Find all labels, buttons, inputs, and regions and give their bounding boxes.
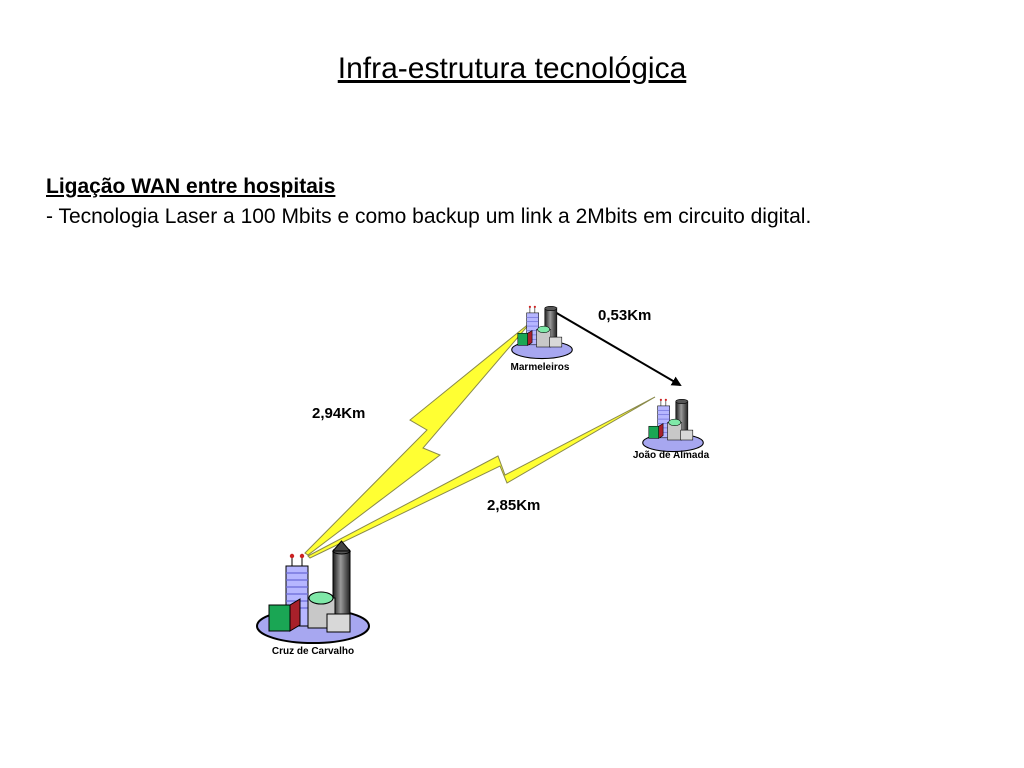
distance-label-marmeleiros-joao: 0,53Km <box>598 307 651 324</box>
distance-label-cruz-marmeleiros: 2,94Km <box>312 405 365 422</box>
building-marmeleiros-icon <box>511 305 573 360</box>
distance-label-cruz-joao: 2,85Km <box>487 497 540 514</box>
page-title: Infra-estrutura tecnológica <box>337 52 687 85</box>
building-cruz-de-carvalho-icon <box>256 540 370 644</box>
site-label-marmeleiros: Marmeleiros <box>511 362 570 373</box>
site-label-joao-de-almada: João de Almada <box>633 450 710 461</box>
section-heading: Ligação WAN entre hospitais <box>46 175 336 198</box>
link-arrow-marmeleiros-joao <box>546 306 682 387</box>
site-label-cruz-de-carvalho: Cruz de Carvalho <box>272 646 354 657</box>
laser-link-cruz-marmeleiros <box>304 321 532 556</box>
building-joao-de-almada-icon <box>642 398 704 453</box>
bullet-text: - Tecnologia Laser a 100 Mbits e como ba… <box>46 205 812 228</box>
